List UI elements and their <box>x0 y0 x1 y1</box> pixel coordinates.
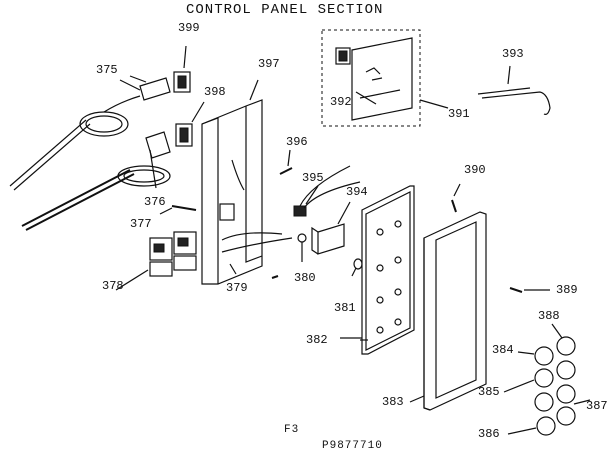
part-398-clip <box>175 101 205 147</box>
part-377-pin <box>159 205 197 215</box>
label-390: 390 <box>464 163 486 177</box>
label-380: 380 <box>294 271 316 285</box>
part-391-inset <box>321 29 449 127</box>
part-379-marker <box>271 275 279 279</box>
part-397-housing <box>201 79 293 285</box>
label-381: 381 <box>334 301 356 315</box>
part-378-relay <box>149 231 197 277</box>
label-388: 388 <box>538 309 560 323</box>
part-390-screw <box>451 183 461 213</box>
label-387: 387 <box>586 399 608 413</box>
part-383-frame <box>409 211 487 411</box>
label-397: 397 <box>258 57 280 71</box>
label-384: 384 <box>492 343 514 357</box>
label-392: 392 <box>330 95 352 109</box>
label-378: 378 <box>102 279 124 293</box>
label-394: 394 <box>346 185 368 199</box>
part-382-panel <box>360 185 415 355</box>
label-376: 376 <box>144 195 166 209</box>
diagram-title: CONTROL PANEL SECTION <box>186 2 384 18</box>
label-398: 398 <box>204 85 226 99</box>
part-knobs <box>503 323 591 436</box>
label-391: 391 <box>448 107 470 121</box>
part-394-bracket <box>311 201 351 255</box>
label-395: 395 <box>302 171 324 185</box>
diagram-code: P9877710 <box>322 440 383 452</box>
label-382: 382 <box>306 333 328 347</box>
label-386: 386 <box>478 427 500 441</box>
part-380-screw <box>297 233 307 262</box>
label-396: 396 <box>286 135 308 149</box>
label-393: 393 <box>502 47 524 61</box>
label-375: 375 <box>96 63 118 77</box>
part-389-screw <box>509 287 550 293</box>
label-383: 383 <box>382 395 404 409</box>
part-393-tool <box>477 65 551 115</box>
label-377: 377 <box>130 217 152 231</box>
part-376-thermostat <box>21 131 171 231</box>
label-399: 399 <box>178 21 200 35</box>
label-385: 385 <box>478 385 500 399</box>
label-389: 389 <box>556 283 578 297</box>
part-399-clip <box>173 45 191 93</box>
label-379: 379 <box>226 281 248 295</box>
part-395-switch <box>293 165 361 217</box>
part-381-knob-stem <box>351 258 363 277</box>
part-396-screw <box>279 149 293 175</box>
figure-label: F3 <box>284 424 300 436</box>
part-375-thermostat <box>9 77 171 191</box>
